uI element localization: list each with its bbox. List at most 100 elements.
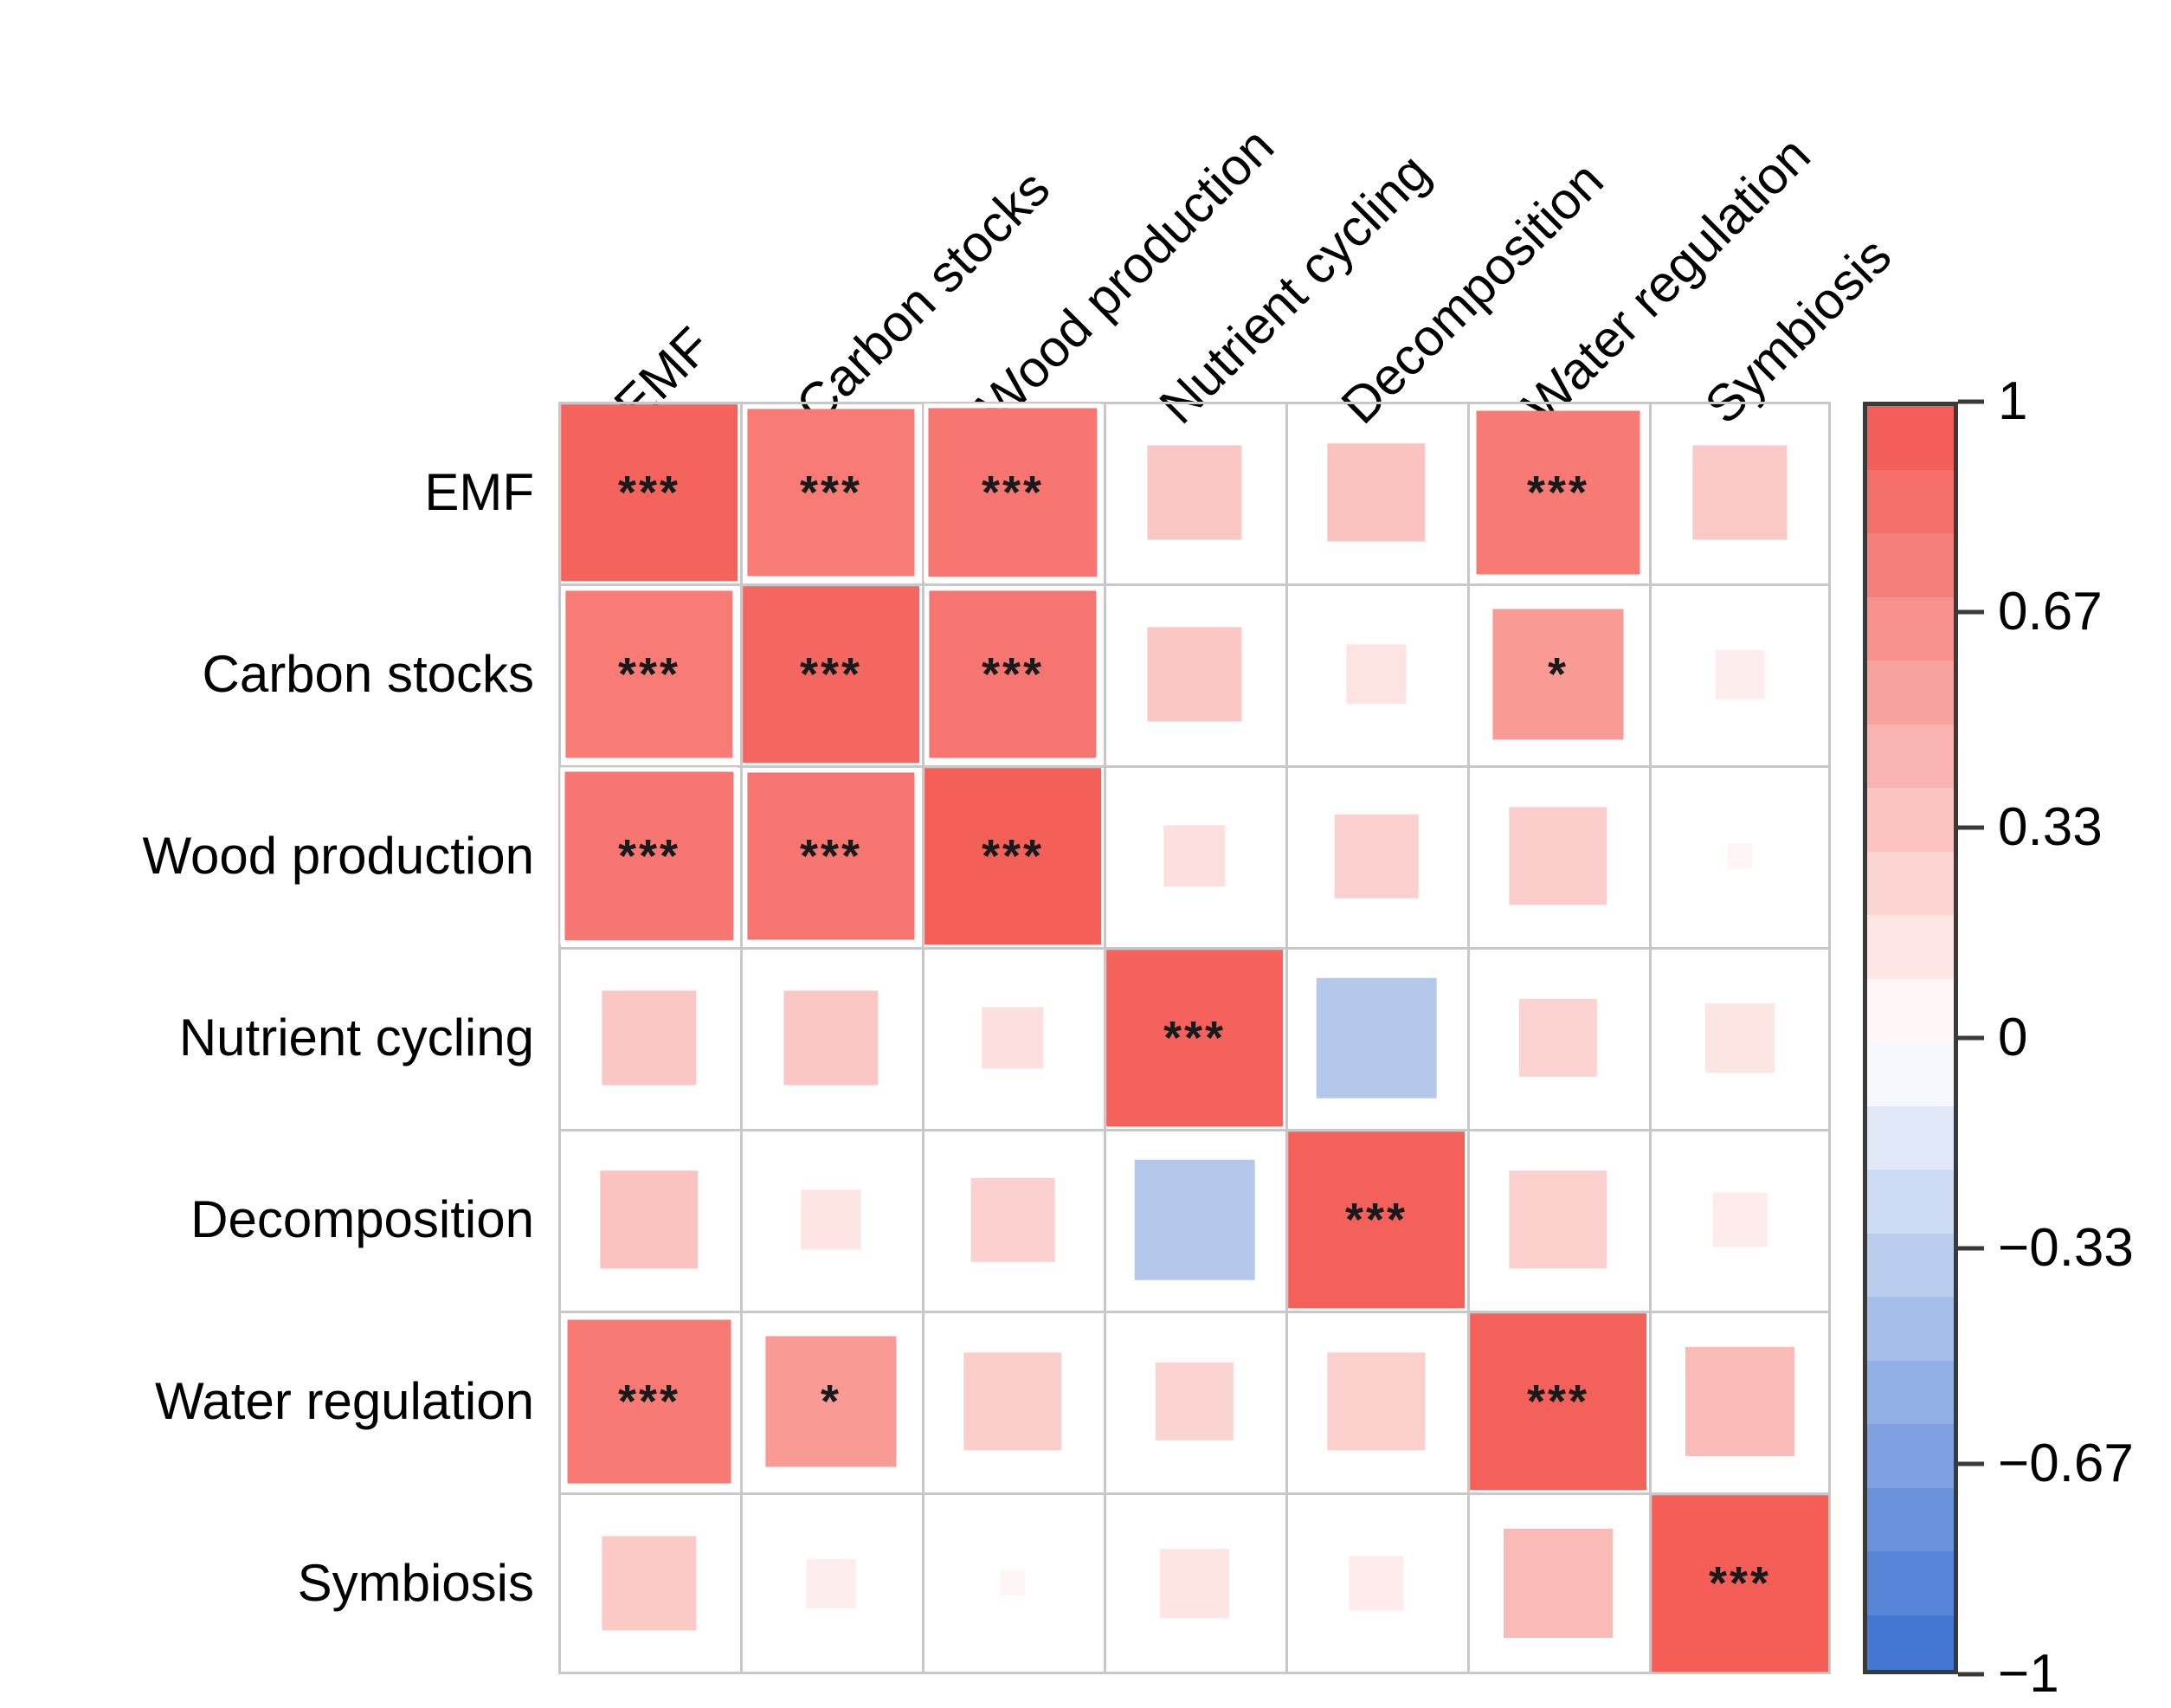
heatmap-cell[interactable]: [1285, 765, 1467, 947]
heatmap-cell[interactable]: [1285, 947, 1467, 1129]
heatmap-cell[interactable]: [922, 1311, 1104, 1492]
heatmap-cell-square: [1346, 644, 1407, 705]
heatmap-cell[interactable]: ***: [558, 765, 740, 947]
heatmap-cell[interactable]: [1649, 947, 1831, 1129]
heatmap-cell[interactable]: [1467, 947, 1649, 1129]
colorbar-band: [1867, 596, 1954, 661]
heatmap-cell-square: [1712, 1192, 1768, 1247]
colorbar-band: [1867, 661, 1954, 725]
heatmap-cell-square: [1327, 1352, 1426, 1451]
significance-marker: ***: [799, 467, 863, 519]
colorbar-band: [1867, 1233, 1954, 1297]
heatmap-cell[interactable]: ***: [1285, 1129, 1467, 1311]
heatmap-cell-square: [924, 768, 1101, 944]
heatmap-cell[interactable]: ***: [558, 1311, 740, 1492]
heatmap-cell[interactable]: [922, 1129, 1104, 1311]
colorbar-band: [1867, 915, 1954, 979]
heatmap-cell-square: [567, 1319, 731, 1484]
colorbar-tick-mark: [1958, 609, 1984, 615]
heatmap-cell-square: [1147, 445, 1242, 540]
heatmap-cell[interactable]: [740, 947, 922, 1129]
heatmap-cell[interactable]: ***: [740, 765, 922, 947]
heatmap-cell[interactable]: ***: [558, 583, 740, 765]
heatmap-cell[interactable]: [1104, 402, 1285, 583]
heatmap-cell[interactable]: [1285, 402, 1467, 583]
heatmap-cell[interactable]: ***: [922, 583, 1104, 765]
heatmap-cell-square: [747, 772, 915, 940]
heatmap-cell-square: [565, 590, 733, 758]
heatmap-cell[interactable]: [1285, 1311, 1467, 1492]
significance-marker: ***: [981, 830, 1045, 882]
heatmap-cell[interactable]: ***: [922, 402, 1104, 583]
heatmap-cell[interactable]: ***: [740, 583, 922, 765]
heatmap-cell[interactable]: [1649, 765, 1831, 947]
heatmap-cell[interactable]: [1467, 1129, 1649, 1311]
heatmap-cell[interactable]: [558, 947, 740, 1129]
heatmap-cell[interactable]: [922, 1492, 1104, 1674]
heatmap-cell[interactable]: ***: [558, 402, 740, 583]
heatmap-cell-square: [1163, 825, 1226, 887]
heatmap-cell-square: [1106, 950, 1283, 1126]
heatmap-cell-square: [765, 1336, 897, 1467]
heatmap-cell[interactable]: *: [1467, 583, 1649, 765]
heatmap-cell-square: [1715, 649, 1765, 699]
heatmap-cell[interactable]: ***: [1104, 947, 1285, 1129]
row-label-nutrient-cycling: Nutrient cycling: [178, 1009, 534, 1067]
heatmap-cell-square: [1685, 1347, 1794, 1456]
heatmap-cell[interactable]: *: [740, 1311, 922, 1492]
heatmap-cell[interactable]: [1467, 1492, 1649, 1674]
heatmap-cell[interactable]: [1104, 1311, 1285, 1492]
heatmap-cell[interactable]: [1649, 1311, 1831, 1492]
row-label-carbon-stocks: Carbon stocks: [202, 645, 535, 703]
colorbar-tick-mark: [1958, 1461, 1984, 1466]
heatmap-cell-square: [1349, 1556, 1404, 1611]
heatmap-cell[interactable]: ***: [1467, 1311, 1649, 1492]
heatmap-cell[interactable]: [1649, 402, 1831, 583]
colorbar-band: [1867, 533, 1954, 597]
heatmap-cell[interactable]: [558, 1492, 740, 1674]
heatmap-cell[interactable]: [1285, 1492, 1467, 1674]
heatmap-cell[interactable]: [740, 1492, 922, 1674]
heatmap-cell-square: [1692, 445, 1788, 540]
heatmap-cell-square: [806, 1558, 856, 1608]
heatmap-cell[interactable]: [1649, 583, 1831, 765]
colorbar-band: [1867, 724, 1954, 788]
heatmap-cell[interactable]: [740, 1129, 922, 1311]
grid-line-horizontal: [558, 1672, 1831, 1674]
significance-marker: ***: [1526, 1376, 1590, 1428]
heatmap-cell-square: [1327, 443, 1426, 542]
heatmap-cell[interactable]: ***: [740, 402, 922, 583]
heatmap-cell-square: [1492, 609, 1624, 740]
heatmap-cell-square: [1470, 1313, 1646, 1490]
grid-line-vertical: [1649, 402, 1652, 1674]
significance-marker: ***: [981, 648, 1045, 700]
significance-marker: ***: [799, 830, 863, 882]
grid-line-vertical: [1467, 402, 1470, 1674]
heatmap-cell[interactable]: [1285, 583, 1467, 765]
heatmap-cell[interactable]: [1649, 1129, 1831, 1311]
heatmap-cell-square: [982, 1007, 1044, 1069]
grid-line-horizontal: [558, 1311, 1831, 1313]
grid-line-horizontal: [558, 1492, 1831, 1495]
grid-line-horizontal: [558, 765, 1831, 768]
heatmap-cell[interactable]: [922, 947, 1104, 1129]
heatmap-cell[interactable]: [1104, 583, 1285, 765]
heatmap-cell[interactable]: [558, 1129, 740, 1311]
significance-marker: ***: [617, 1376, 681, 1428]
grid-line-vertical: [922, 402, 924, 1674]
heatmap-cell[interactable]: [1467, 765, 1649, 947]
heatmap-cell[interactable]: ***: [1467, 402, 1649, 583]
heatmap-cell-square: [747, 409, 915, 577]
colorbar-tick-label: −0.67: [1998, 1434, 2134, 1494]
heatmap-cell[interactable]: [1104, 765, 1285, 947]
colorbar-band: [1867, 1170, 1954, 1234]
heatmap-cell[interactable]: ***: [922, 765, 1104, 947]
heatmap-cell[interactable]: [1104, 1492, 1285, 1674]
colorbar-gradient: [1863, 402, 1958, 1674]
heatmap-cell-square: [1705, 1003, 1775, 1073]
colorbar-band: [1867, 978, 1954, 1042]
heatmap-cell[interactable]: [1104, 1129, 1285, 1311]
heatmap-cell[interactable]: ***: [1649, 1492, 1831, 1674]
significance-marker: *: [1547, 648, 1569, 700]
